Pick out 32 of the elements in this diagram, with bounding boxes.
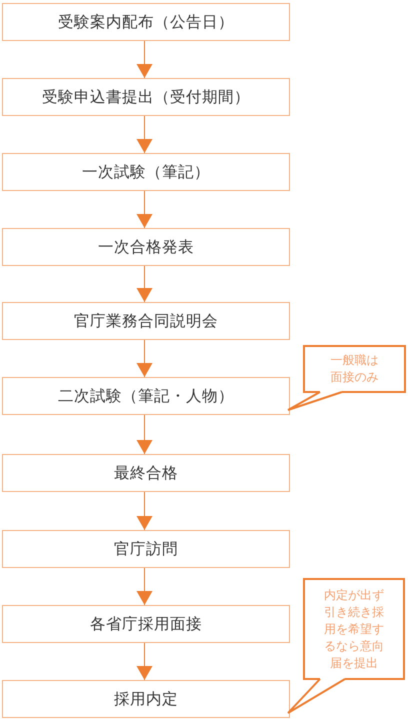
- arrow: [136, 414, 152, 454]
- arrow: [136, 190, 152, 228]
- step-label: 官庁業務合同説明会: [74, 310, 218, 332]
- arrow: [136, 642, 152, 680]
- arrow: [136, 116, 152, 154]
- arrow: [136, 568, 152, 606]
- step-label: 受験申込書提出（受付期間）: [42, 86, 250, 108]
- step-label: 採用内定: [114, 688, 178, 710]
- callout-text: 一般職は面接のみ: [329, 352, 380, 386]
- process-box: [2, 78, 290, 116]
- process-box: [2, 3, 290, 41]
- step-label: 官庁訪問: [114, 538, 178, 560]
- step-label: 受験案内配布（公告日）: [58, 12, 234, 32]
- process-box: [2, 153, 290, 191]
- arrow: [136, 492, 152, 530]
- process-box: [2, 454, 290, 492]
- process-box: [2, 302, 290, 340]
- step-label: 各省庁採用面接: [90, 614, 202, 634]
- process-box: [2, 605, 290, 643]
- callout-box: [303, 578, 405, 680]
- process-box: [2, 530, 290, 568]
- callout-text: 内定が出ず引き続き採用を希望するなら意向届を提出: [322, 586, 385, 672]
- arrow: [136, 340, 152, 378]
- step-label: 最終合格: [114, 462, 178, 484]
- step-label: 二次試験（筆記・人物）: [58, 386, 234, 406]
- arrow: [136, 266, 152, 302]
- arrow: [136, 40, 152, 78]
- step-label: 一次合格発表: [98, 236, 194, 258]
- process-box: [2, 228, 290, 266]
- callout-tail: [287, 391, 343, 411]
- callout-tail: [287, 678, 346, 714]
- step-label: 一次試験（筆記）: [82, 162, 210, 182]
